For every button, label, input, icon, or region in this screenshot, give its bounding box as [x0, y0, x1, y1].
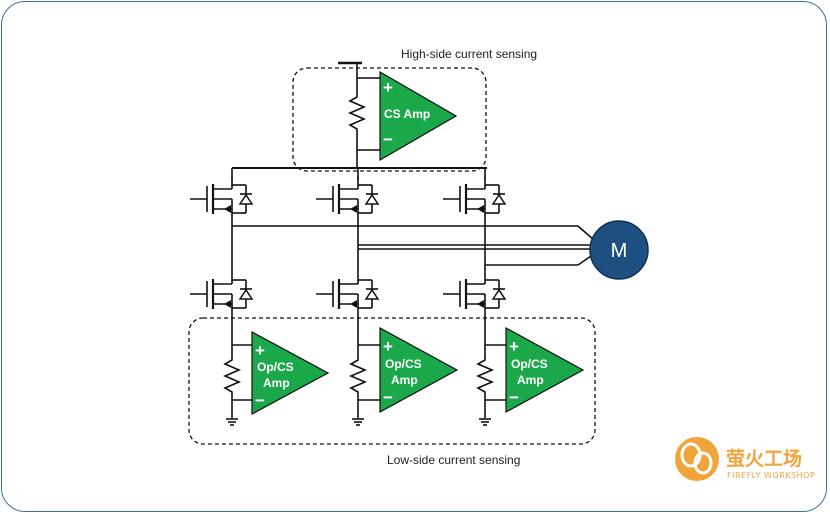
mosfet-high-1 [188, 175, 254, 223]
logo-name-en: FIREFLY WORKSHOP [727, 471, 815, 480]
amp-minus: − [509, 388, 519, 407]
ground-icon [478, 418, 492, 426]
mosfet-high-2 [314, 175, 380, 223]
low-side-shunt-resistor-1 [224, 355, 240, 397]
motor: M [589, 220, 649, 280]
mosfet-low-2 [314, 270, 380, 318]
amp-plus: + [383, 337, 393, 356]
low-side-amp-2: + − Op/CS Amp [379, 326, 459, 414]
amp-plus: + [255, 341, 265, 360]
amp-label-line1: Op/CS [511, 357, 548, 371]
ground-icon [351, 418, 365, 426]
high-side-cs-amp: + − CS Amp [379, 70, 458, 162]
low-side-shunt-resistor-3 [477, 355, 493, 397]
amp-label-line2: Amp [517, 373, 544, 387]
amp-plus: + [383, 78, 393, 97]
ground-icon [225, 418, 239, 426]
motor-label: M [611, 240, 628, 262]
low-side-sensing-box [188, 317, 596, 445]
amp-minus: − [383, 130, 393, 149]
phase-wires [232, 225, 595, 266]
high-side-label: High-side current sensing [401, 47, 537, 61]
low-side-label: Low-side current sensing [387, 453, 520, 467]
high-side-shunt-resistor [349, 92, 365, 134]
amp-minus: − [255, 391, 265, 410]
mosfet-high-3 [441, 175, 507, 223]
amp-label-line2: Amp [391, 373, 418, 387]
logo-name-cn: 萤火工场 [726, 447, 802, 470]
amp-label-line2: Amp [263, 376, 290, 390]
amp-minus: − [383, 388, 393, 407]
low-side-amp-1: + − Op/CS Amp [251, 330, 330, 416]
amp-label: CS Amp [384, 107, 430, 121]
mosfet-low-1 [188, 270, 254, 318]
amp-label-line1: Op/CS [385, 357, 422, 371]
high-side-sensing-box [292, 67, 487, 172]
firefly-workshop-logo: 萤火工场 FIREFLY WORKSHOP [675, 437, 815, 481]
amp-label-line1: Op/CS [257, 360, 294, 374]
amp-plus: + [509, 337, 519, 356]
low-side-shunt-resistor-2 [350, 355, 366, 397]
low-side-amp-3: + − Op/CS Amp [505, 326, 585, 414]
mosfet-low-3 [441, 270, 507, 318]
